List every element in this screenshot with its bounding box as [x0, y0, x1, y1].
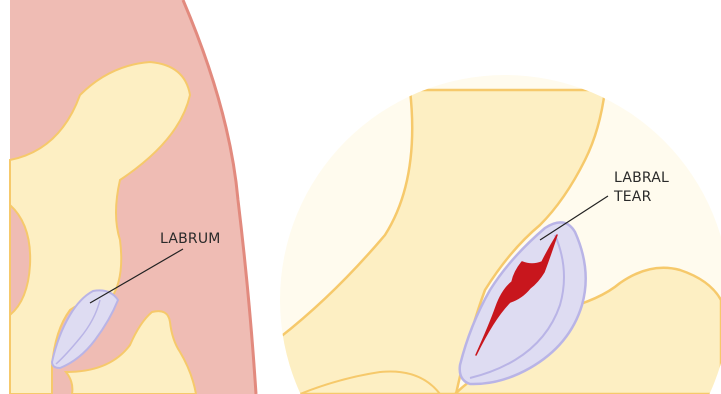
- labrum-label: LABRUM: [160, 230, 221, 249]
- overview-panel: [10, 0, 256, 394]
- labral-tear-label-line1: LABRAL: [614, 169, 669, 188]
- labral-tear-label: LABRAL TEAR: [614, 169, 669, 207]
- labrum-label-text: LABRUM: [160, 230, 221, 249]
- labral-tear-label-line2: TEAR: [614, 188, 669, 207]
- zoom-panel: [260, 60, 721, 394]
